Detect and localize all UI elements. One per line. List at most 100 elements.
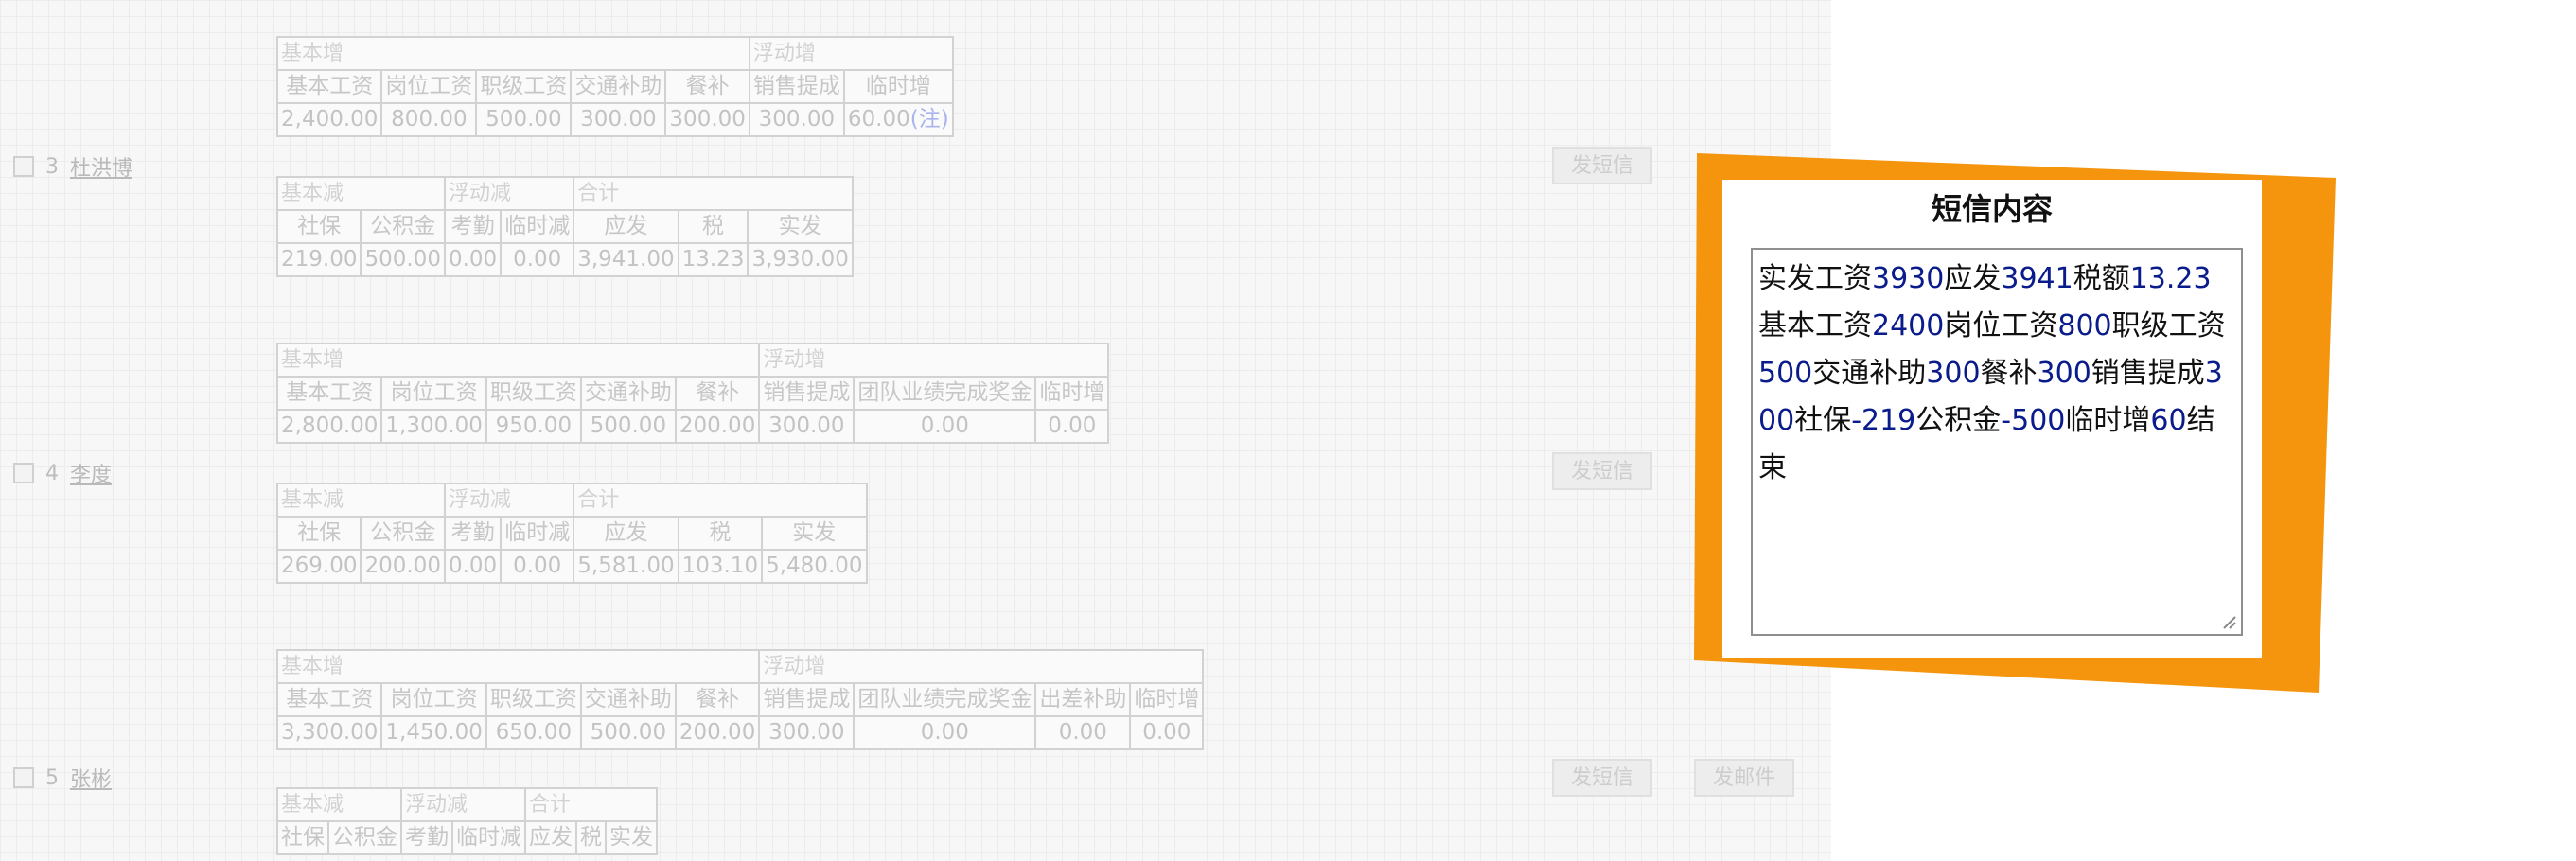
value-cell: 3,300.00 (275, 715, 383, 750)
row-4-plus-table: 基本增 浮动增 基本工资 岗位工资 职级工资 交通补助 餐补 销售提成 团队业绩… (275, 343, 1110, 444)
value-cell: 2,400.00 (275, 102, 383, 137)
value-cell: 500.00 (475, 102, 573, 137)
sms-number: 800 (2057, 309, 2112, 343)
row-5-name-link[interactable]: 张彬 (70, 768, 113, 792)
header-cell: 职级工资 (475, 69, 573, 104)
sms-content-textarea[interactable]: 实发工资3930应发3941税额13.23基本工资2400岗位工资800职级工资… (1751, 248, 2243, 636)
row-3-checkbox[interactable] (13, 156, 34, 177)
value-cell: 0.00 (1129, 715, 1205, 750)
header-cell: 基本工资 (275, 376, 383, 411)
header-cell: 临时减 (500, 516, 575, 551)
row-3-header: 3 杜洪博 (13, 151, 132, 182)
row-4-header: 4 李度 (13, 458, 112, 488)
row-4-minus-table: 基本减 浮动减 合计 社保 公积金 考勤 临时减 应发 税 实发 269.00 … (275, 483, 868, 584)
row-4-checkbox[interactable] (13, 463, 34, 483)
value-cell: 219.00 (275, 242, 362, 277)
header-cell: 销售提成 (748, 69, 845, 104)
group-float-plus: 浮动增 (748, 36, 954, 71)
send-sms-button[interactable]: 发短信 (1552, 452, 1653, 490)
header-cell: 团队业绩完成奖金 (853, 376, 1037, 411)
value-cell: 800.00 (380, 102, 478, 137)
value-cell: 0.00 (500, 549, 575, 584)
row-3-index: 3 (45, 154, 59, 179)
header-cell: 交通补助 (570, 69, 667, 104)
sms-message-text: 实发工资3930应发3941税额13.23基本工资2400岗位工资800职级工资… (1758, 262, 2226, 484)
sms-number: 2400 (1872, 309, 1945, 343)
value-cell: 103.10 (677, 549, 764, 584)
row-5-minus-table: 基本减 浮动减 合计 社保 公积金 考勤 临时减 应发 税 实发 (276, 787, 658, 855)
value-cell: 269.00 (275, 549, 362, 584)
sms-number: 13.23 (2129, 262, 2212, 295)
value-cell: 1,450.00 (380, 715, 487, 750)
value-cell: 200.00 (360, 549, 446, 584)
group-base-plus: 基本增 (276, 36, 750, 71)
value-cell: 0.00 (1034, 409, 1110, 444)
sms-number: 500 (1758, 357, 1813, 390)
send-email-button[interactable]: 发邮件 (1694, 759, 1795, 797)
header-cell: 税 (677, 516, 764, 551)
header-cell: 临时增 (1034, 376, 1110, 411)
temp-plus-value: 60.00 (847, 107, 910, 132)
sms-content-popup: 短信内容 实发工资3930应发3941税额13.23基本工资2400岗位工资80… (1722, 180, 2262, 658)
header-cell: 公积金 (360, 209, 446, 244)
value-cell: 300.00 (758, 409, 856, 444)
send-sms-button[interactable]: 发短信 (1552, 147, 1653, 184)
group-base-minus: 基本减 (276, 176, 446, 211)
header-cell: 社保 (276, 820, 329, 855)
resize-handle-icon[interactable] (2220, 613, 2237, 630)
header-cell: 临时增 (1129, 682, 1205, 717)
header-cell: 餐补 (674, 682, 761, 717)
header-cell: 交通补助 (579, 376, 677, 411)
row-3-name-link[interactable]: 杜洪博 (70, 157, 133, 181)
row-4-name-link[interactable]: 李度 (70, 464, 113, 487)
value-cell: 300.00 (748, 102, 845, 137)
header-cell: 社保 (275, 209, 362, 244)
sms-number: -500 (2001, 404, 2066, 437)
sms-number: 60 (2150, 404, 2187, 437)
value-cell: 200.00 (674, 409, 761, 444)
header-cell: 临时减 (500, 209, 575, 244)
value-cell: 60.00(注) (842, 102, 954, 137)
header-cell: 税 (575, 820, 607, 855)
row-5-header: 5 张彬 (13, 763, 112, 793)
header-cell: 岗位工资 (380, 69, 478, 104)
value-cell: 3,941.00 (573, 242, 679, 277)
group-float-minus: 浮动减 (400, 787, 526, 822)
header-cell: 餐补 (674, 376, 761, 411)
group-float-plus: 浮动增 (758, 649, 1205, 684)
header-cell: 临时减 (451, 820, 526, 855)
header-cell: 考勤 (400, 820, 453, 855)
header-cell: 社保 (275, 516, 362, 551)
group-total: 合计 (524, 787, 658, 822)
value-cell: 500.00 (579, 715, 677, 750)
header-cell: 临时增 (842, 69, 954, 104)
value-cell: 500.00 (360, 242, 446, 277)
row-5-checkbox[interactable] (13, 767, 34, 788)
send-sms-button[interactable]: 发短信 (1552, 759, 1653, 797)
value-cell: 0.00 (1034, 715, 1132, 750)
sms-number: -219 (1851, 404, 1916, 437)
value-cell: 0.00 (443, 242, 503, 277)
header-cell: 实发 (747, 209, 854, 244)
header-cell: 岗位工资 (380, 682, 487, 717)
note-link[interactable]: (注) (909, 107, 949, 132)
sms-number: 3930 (1872, 262, 1945, 295)
value-cell: 950.00 (485, 409, 582, 444)
group-float-minus: 浮动减 (443, 483, 575, 518)
value-cell: 200.00 (674, 715, 761, 750)
group-total: 合计 (573, 176, 854, 211)
header-cell: 团队业绩完成奖金 (853, 682, 1037, 717)
header-cell: 应发 (573, 516, 679, 551)
group-base-minus: 基本减 (276, 483, 446, 518)
sms-number: 300 (1758, 357, 2223, 437)
sms-number: 300 (1926, 357, 1981, 390)
header-cell: 应发 (573, 209, 679, 244)
row-4-index: 4 (45, 461, 59, 485)
value-cell: 5,581.00 (573, 549, 679, 584)
header-cell: 销售提成 (758, 682, 856, 717)
header-cell: 销售提成 (758, 376, 856, 411)
value-cell: 0.00 (853, 715, 1037, 750)
sms-number: 300 (2037, 357, 2091, 390)
header-cell: 实发 (761, 516, 868, 551)
row-5-index: 5 (45, 765, 59, 790)
